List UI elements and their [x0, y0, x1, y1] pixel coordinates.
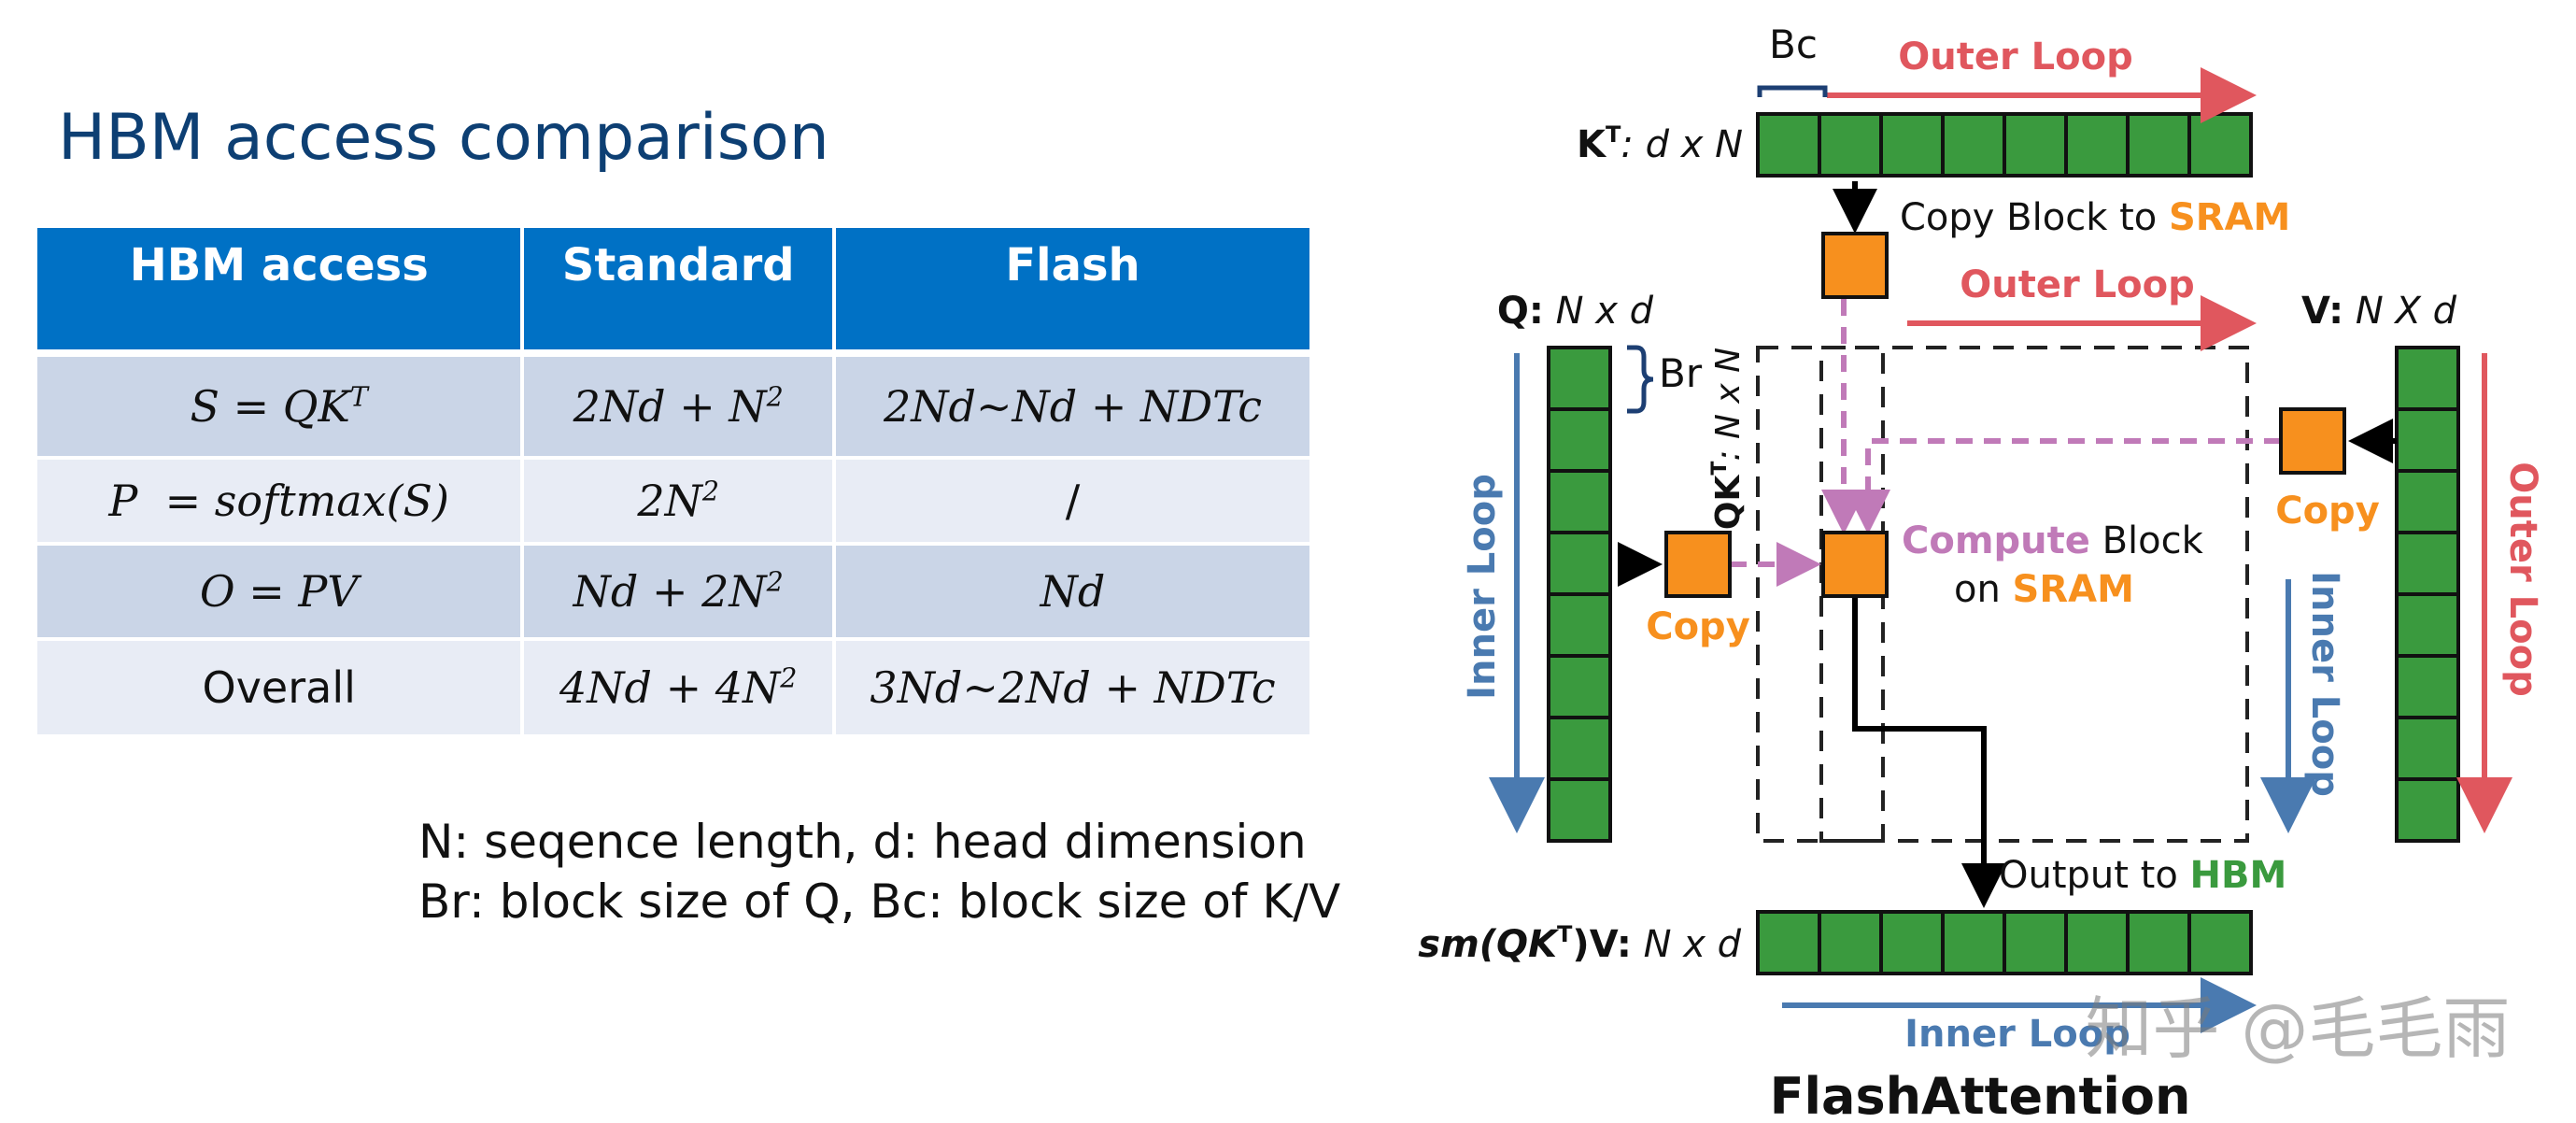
matrix-block	[1818, 910, 1883, 975]
matrix-block	[1756, 112, 1821, 178]
matrix-block	[1818, 112, 1883, 178]
sram-k-block	[1821, 232, 1889, 299]
k-transpose-blocks	[1756, 112, 2253, 178]
matrix-block	[1547, 592, 1612, 658]
matrix-block	[1879, 112, 1945, 178]
bc-label: Bc	[1769, 21, 1818, 67]
compute-block-label: Compute Block	[1902, 519, 2204, 562]
diagram-caption: FlashAttention	[1770, 1067, 2191, 1123]
matrix-block	[1547, 654, 1612, 719]
br-brace	[1627, 345, 1654, 414]
matrix-block	[2395, 777, 2460, 843]
row-label: S = QKT	[37, 353, 525, 460]
q-blocks	[1547, 346, 1612, 843]
sram-compute-block	[1821, 531, 1889, 598]
output-to-hbm-arrow	[1852, 598, 2006, 908]
matrix-block	[1941, 112, 2006, 178]
legend-line-2: Br: block size of Q, Bc: block size of K…	[418, 874, 1341, 929]
matrix-block	[1547, 407, 1612, 473]
standard-cell: 4Nd + 4N2	[522, 639, 837, 738]
watermark: 知乎 @毛毛雨	[2086, 989, 2511, 1068]
matrix-block	[2126, 112, 2191, 178]
hbm-comparison-table: HBM access Standard Flash S = QKT 2Nd + …	[37, 228, 1313, 738]
table-header-row: HBM access Standard Flash	[37, 228, 1313, 357]
row-label: P = softmax(S)	[37, 458, 525, 546]
matrix-block	[1879, 910, 1945, 975]
row-label: O = PV	[37, 544, 525, 641]
column-header: Standard	[522, 228, 837, 357]
matrix-block	[2003, 910, 2068, 975]
table-row: Overall 4Nd + 4N2 3Nd~2Nd + NDTc	[37, 639, 1313, 738]
matrix-block	[2395, 654, 2460, 719]
copy-q-label: Copy	[1646, 605, 1750, 648]
outer-loop-mid-label: Outer Loop	[1960, 263, 2194, 306]
inner-loop-left-label: Inner Loop	[1461, 474, 1504, 700]
table-row: P = softmax(S) 2N2 /	[37, 458, 1313, 546]
output-matrix-label: sm(QKT)V: N x d	[1418, 921, 1741, 966]
matrix-block	[2395, 469, 2460, 534]
table-row: S = QKT 2Nd + N2 2Nd~Nd + NDTc	[37, 353, 1313, 460]
qk-matrix-region	[1756, 346, 2249, 843]
matrix-block	[2187, 910, 2253, 975]
matrix-block	[1941, 910, 2006, 975]
br-label: Br	[1659, 350, 1703, 396]
k-transpose-label: KT: d x N	[1577, 121, 1743, 166]
copy-v-label: Copy	[2275, 490, 2380, 533]
copy-block-label: Copy Block to SRAM	[1900, 196, 2290, 239]
standard-cell: Nd + 2N2	[522, 544, 837, 641]
matrix-block	[2126, 910, 2191, 975]
matrix-block	[2064, 910, 2130, 975]
matrix-block	[2003, 112, 2068, 178]
outer-loop-top-label: Outer Loop	[1898, 36, 2132, 78]
qk-matrix-label: QKT: N x N	[1708, 348, 1748, 530]
output-blocks	[1756, 910, 2253, 975]
q-label: Q: N x d	[1497, 290, 1654, 333]
table-row: O = PV Nd + 2N2 Nd	[37, 544, 1313, 641]
matrix-block	[2395, 531, 2460, 596]
matrix-block	[1547, 716, 1612, 781]
sram-q-block	[1664, 531, 1732, 598]
v-blocks	[2395, 346, 2460, 843]
flash-cell: 2Nd~Nd + NDTc	[834, 353, 1313, 460]
on-sram-label: on SRAM	[1954, 568, 2134, 611]
flash-cell: Nd	[834, 544, 1313, 641]
flash-cell: /	[834, 458, 1313, 546]
matrix-block	[2395, 592, 2460, 658]
bc-brace	[1757, 85, 1828, 97]
matrix-block	[2395, 407, 2460, 473]
inner-loop-bottom-label: Inner Loop	[1904, 1013, 2130, 1056]
matrix-block	[1547, 777, 1612, 843]
matrix-block	[2395, 716, 2460, 781]
row-label: Overall	[37, 639, 525, 738]
matrix-block	[1547, 469, 1612, 534]
standard-cell: 2N2	[522, 458, 837, 546]
matrix-block	[2395, 346, 2460, 411]
inner-loop-right-label: Inner Loop	[2303, 571, 2346, 797]
matrix-block	[1756, 910, 1821, 975]
column-header: HBM access	[37, 228, 525, 357]
matrix-block	[2064, 112, 2130, 178]
standard-cell: 2Nd + N2	[522, 353, 837, 460]
matrix-block	[1547, 531, 1612, 596]
legend-line-1: N: seqence length, d: head dimension	[418, 815, 1307, 869]
matrix-block	[2187, 112, 2253, 178]
matrix-block	[1547, 346, 1612, 411]
output-to-hbm-label: Output to HBM	[1999, 854, 2286, 897]
column-header: Flash	[834, 228, 1313, 357]
sram-v-block	[2279, 407, 2346, 475]
page-title: HBM access comparison	[58, 101, 829, 175]
v-label: V: N X d	[2301, 290, 2457, 333]
flash-cell: 3Nd~2Nd + NDTc	[834, 639, 1313, 738]
vblock-to-compute-arrow	[1846, 438, 2281, 534]
outer-loop-right-label: Outer Loop	[2501, 462, 2544, 696]
